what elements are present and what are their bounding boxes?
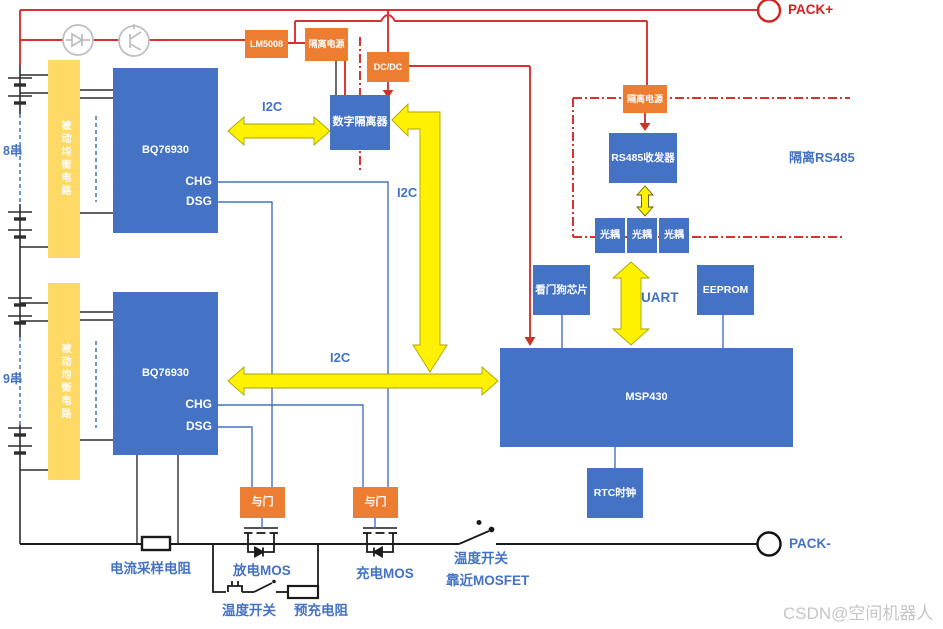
bq76930-2-dsg-pin: DSG	[185, 419, 212, 433]
isolation-boundary	[359, 37, 850, 238]
block-balance-circuit-1: 被动均衡电路	[48, 60, 80, 258]
charge-mos-symbol	[363, 527, 397, 559]
block-isolated-power-1: 隔离电源	[305, 28, 348, 61]
i2c-arrow-bent	[391, 102, 448, 373]
watermark: CSDN@空间机器人	[783, 604, 934, 623]
uart-arrow	[611, 261, 651, 346]
block-watchdog: 看门狗芯片	[533, 265, 590, 315]
block-eeprom: EEPROM	[697, 265, 754, 315]
block-bq76930-2: BQ76930 CHG DSG	[113, 292, 218, 455]
i2c-arrow-bottom	[227, 366, 499, 396]
bus-arrows	[227, 102, 655, 396]
block-rs485-transceiver: RS485收发器	[609, 133, 677, 183]
transistor-icon	[118, 24, 150, 57]
block-and-gate-discharge: 与门	[240, 487, 285, 518]
charge-mos-label: 充电MOS	[356, 566, 414, 581]
block-lm5008: LM5008	[245, 30, 288, 58]
pack-minus-label: PACK-	[789, 536, 831, 551]
i2c-label-2: I2C	[397, 185, 418, 200]
current-sense-resistor-symbol	[140, 535, 172, 552]
isolated-rs485-label: 隔离RS485	[789, 150, 855, 165]
block-digital-isolator: 数字隔离器	[330, 95, 390, 150]
pack-plus-wires	[19, 9, 758, 337]
battery-dashed-sections	[19, 114, 97, 428]
shunt-sense-wires	[136, 455, 179, 544]
bq76930-1-dsg-pin: DSG	[185, 194, 212, 208]
red-arrowheads	[382, 90, 651, 346]
pack-minus-terminal	[756, 531, 782, 557]
block-bq76930-1: BQ76930 CHG DSG	[113, 68, 218, 233]
precharge-resistor-label: 预充电阻	[294, 603, 348, 618]
pack-plus-terminal	[756, 0, 782, 23]
temp-switch-precharge-label: 温度开关	[222, 603, 276, 618]
string2-count-label: 9串	[3, 372, 23, 386]
near-mosfet-label: 靠近MOSFET	[446, 573, 530, 588]
i2c-label-3: I2C	[330, 350, 351, 365]
bq76930-1-label: BQ76930	[141, 143, 190, 156]
battery-string-1	[8, 65, 32, 298]
diode-icon	[62, 24, 94, 56]
precharge-switch-contact	[272, 579, 276, 584]
bq76930-2-chg-pin: CHG	[185, 397, 212, 411]
current-sense-resistor-label: 电流采样电阻	[110, 561, 191, 576]
temp-switch-symbol-rail	[458, 520, 495, 545]
bq76930-2-label: BQ76930	[141, 366, 190, 379]
battery-string-2	[8, 297, 32, 544]
precharge-bypass-branch	[212, 544, 319, 593]
block-msp430: MSP430	[500, 348, 793, 447]
precharge-resistor-symbol	[286, 584, 320, 600]
pack-plus-label: PACK+	[788, 2, 834, 17]
block-rtc: RTC时钟	[587, 468, 643, 518]
block-optocoupler-3: 光耦	[659, 218, 689, 253]
block-and-gate-charge: 与门	[353, 487, 398, 518]
bq76930-1-chg-pin: CHG	[185, 174, 212, 188]
cell-tap-wires	[20, 61, 337, 471]
discharge-mos-symbol	[244, 527, 278, 559]
uart-label: UART	[641, 290, 679, 305]
i2c-arrow-top	[227, 116, 331, 146]
block-isolated-power-2: 隔离电源	[623, 85, 667, 113]
block-optocoupler-2: 光耦	[627, 218, 657, 253]
rs485-opto-arrow	[635, 185, 655, 217]
block-balance-circuit-2: 被动均衡电路	[48, 283, 80, 480]
block-dcdc: DC/DC	[367, 52, 409, 82]
string1-count-label: 8串	[3, 144, 23, 158]
discharge-mos-label: 放电MOS	[233, 563, 291, 578]
temp-switch-rail-label: 温度开关	[454, 551, 508, 566]
block-optocoupler-1: 光耦	[595, 218, 625, 253]
i2c-label-1: I2C	[262, 99, 283, 114]
